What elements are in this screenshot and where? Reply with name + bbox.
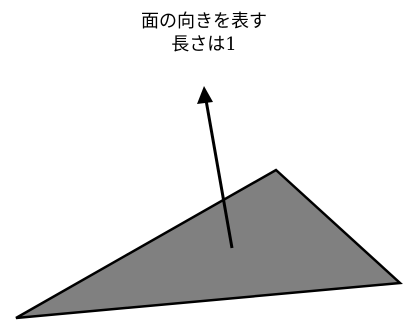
caption-line-2: 長さは1 [171,34,237,55]
caption-line-1: 面の向きを表す [141,11,267,32]
normal-vector-arrowhead [197,86,213,104]
normal-vector-arrow [204,99,234,249]
normal-vector-caption: 面の向きを表す 長さは1 [0,10,408,56]
triangle-face [15,168,403,320]
